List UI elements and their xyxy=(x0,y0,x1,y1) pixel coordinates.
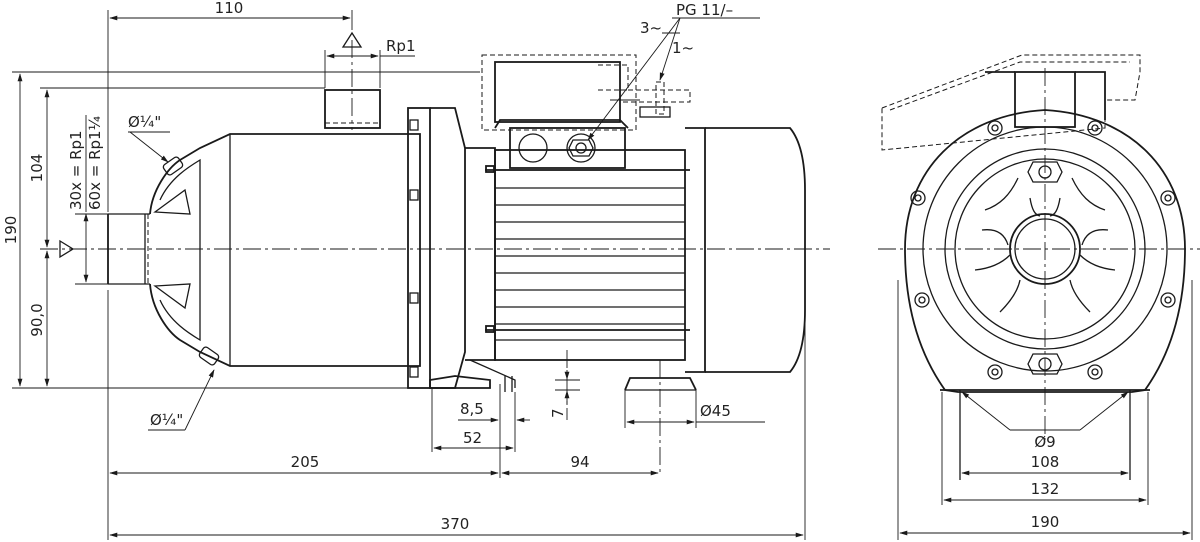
dim-190-left-label: 190 xyxy=(2,216,20,245)
plug-bottom-label: Ø¼" xyxy=(150,411,183,429)
dim-104-label: 104 xyxy=(28,154,46,183)
front-view: Ø9 108 132 190 xyxy=(878,54,1200,540)
terminal-box xyxy=(481,54,691,169)
dim-8-5-label: 8,5 xyxy=(460,400,484,418)
dim-108-label: 108 xyxy=(1031,453,1060,471)
pump-volute xyxy=(149,133,421,367)
suction-inlet xyxy=(107,213,150,285)
dim-7-label: 7 xyxy=(549,408,567,418)
side-view: 110 Rp1 PG 11/– 3~ 1~ Ø¼" Ø¼" 30x = Rp1 … xyxy=(2,0,830,540)
three-phase-label: 3~ xyxy=(640,19,662,37)
dim-132-label: 132 xyxy=(1031,480,1060,498)
dim-52-label: 52 xyxy=(463,429,482,447)
inlet-30x-label: 30x = Rp1 xyxy=(67,130,85,210)
dim-205-label: 205 xyxy=(291,453,320,471)
pg-label: PG 11/– xyxy=(676,1,733,19)
dim-phi45-label: Ø45 xyxy=(700,402,731,420)
rp1-label: Rp1 xyxy=(386,37,416,55)
inlet-60x-label: 60x = Rp1¼ xyxy=(86,115,104,210)
dim-370-label: 370 xyxy=(441,515,470,533)
dim-94-label: 94 xyxy=(570,453,589,471)
discharge-nozzle xyxy=(324,31,381,130)
plug-top-label: Ø¼" xyxy=(128,113,161,131)
one-phase-label: 1~ xyxy=(672,39,694,57)
fan-cover xyxy=(685,127,806,373)
motor-housing xyxy=(465,147,690,361)
dim-190-right-label: 190 xyxy=(1031,513,1060,531)
dim-phi9-label: Ø9 xyxy=(1034,433,1055,451)
dim-90-label: 90,0 xyxy=(28,303,46,336)
pump-foot xyxy=(429,359,697,392)
dim-110-label: 110 xyxy=(215,0,244,17)
motor-flange xyxy=(407,107,466,389)
